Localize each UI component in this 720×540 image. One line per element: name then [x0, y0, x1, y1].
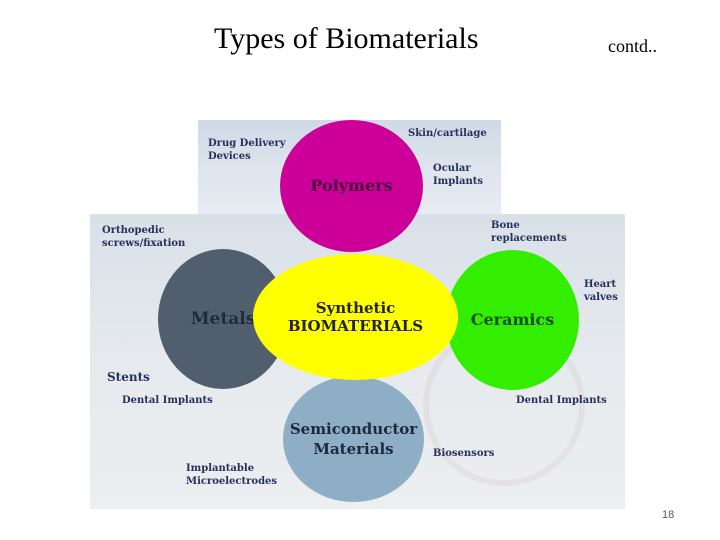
- page-number: 18: [662, 509, 675, 521]
- biosensors-label: Biosensors: [433, 448, 495, 459]
- stents-label: Stents: [107, 370, 150, 384]
- contd-label: contd..: [608, 36, 657, 56]
- slide-title: Types of Biomaterials: [214, 22, 479, 55]
- orthopedic-screws-label: Orthopedic screws/fixation: [102, 225, 186, 249]
- synthetic-biomaterials-circle: Synthetic BIOMATERIALS: [253, 254, 458, 380]
- ceramics-label: Ceramics: [470, 310, 555, 330]
- polymers-circle: Polymers: [280, 120, 423, 252]
- semiconductor-label: Semiconductor Materials: [289, 419, 418, 458]
- skin-cartilage-label: Skin/cartilage: [408, 128, 487, 139]
- metals-label: Metals: [190, 308, 256, 329]
- drug-delivery-label: Drug Delivery Devices: [208, 138, 286, 162]
- dental-implants-left-label: Dental Implants: [122, 395, 213, 406]
- implantable-microelectrodes-label: Implantable Microelectrodes: [186, 463, 278, 487]
- bone-replacements-label: Bone replacements: [491, 220, 567, 244]
- heart-valves-label: Heart valves: [584, 279, 618, 303]
- ceramics-circle: Ceramics: [446, 250, 579, 390]
- dental-implants-right-label: Dental Implants: [516, 395, 607, 406]
- semiconductor-circle: Semiconductor Materials: [283, 376, 424, 502]
- center-label: Synthetic BIOMATERIALS: [287, 299, 424, 335]
- ocular-implants-label: Ocular Implants: [433, 163, 484, 187]
- polymers-label: Polymers: [310, 176, 393, 196]
